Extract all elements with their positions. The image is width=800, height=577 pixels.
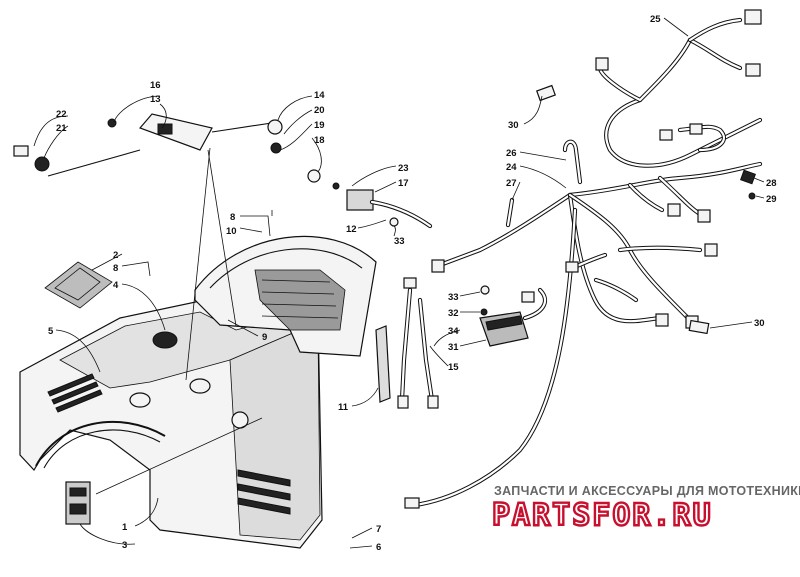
callout-31: 31 [448, 342, 459, 353]
callout-12: 12 [346, 224, 357, 235]
main-wiring-harness [404, 9, 763, 509]
callout-21: 21 [56, 123, 67, 134]
callout-20: 20 [314, 105, 325, 116]
callout-13: 13 [150, 94, 161, 105]
callout-7: 7 [376, 524, 381, 535]
watermark: ЗАПЧАСТИ И АКСЕССУАРЫ ДЛЯ МОТОТЕХНИКИ PA… [491, 484, 800, 534]
watermark-caption: ЗАПЧАСТИ И АКСЕССУАРЫ ДЛЯ МОТОТЕХНИКИ [494, 484, 800, 498]
callout-23: 23 [398, 163, 409, 174]
voltage-regulator [479, 285, 548, 347]
callout-29: 29 [766, 194, 777, 205]
relay-module [332, 182, 433, 229]
callout-5: 5 [48, 326, 54, 337]
callout-30-bottom: 30 [754, 318, 765, 329]
callout-numbers: 16 13 22 21 14 20 19 18 23 17 12 33 8 10… [48, 14, 777, 553]
sub-harness [397, 277, 439, 409]
callout-1: 1 [122, 522, 128, 533]
callout-32: 32 [448, 308, 459, 319]
callout-16: 16 [150, 80, 161, 91]
callout-25: 25 [650, 14, 661, 25]
switch-left [13, 145, 141, 177]
callout-8: 8 [113, 263, 118, 274]
callout-22: 22 [56, 109, 67, 120]
watermark-logo: PARTSFOR.RU [492, 498, 713, 533]
callout-14: 14 [314, 90, 325, 101]
callout-34: 34 [448, 326, 459, 337]
callout-11: 11 [338, 402, 349, 413]
console-body [19, 299, 323, 549]
callout-10: 10 [226, 226, 237, 237]
callout-6: 6 [376, 542, 381, 553]
light-bracket [138, 113, 279, 151]
front-vents [47, 373, 103, 413]
callout-17: 17 [398, 178, 409, 189]
callout-2: 2 [113, 250, 118, 261]
leader-lines [33, 17, 765, 549]
callout-33-top: 33 [394, 236, 405, 247]
callout-19: 19 [314, 120, 325, 131]
callout-4: 4 [113, 280, 119, 291]
callout-8-top: 8 [230, 212, 235, 223]
side-vents [237, 469, 291, 515]
switch-right [107, 118, 321, 183]
callout-26: 26 [506, 148, 517, 159]
callout-9: 9 [262, 332, 267, 343]
callout-15: 15 [448, 362, 459, 373]
callout-30-top: 30 [508, 120, 519, 131]
callout-27: 27 [506, 178, 517, 189]
sticker-label [65, 481, 91, 525]
callout-33: 33 [448, 292, 459, 303]
trim-strip [375, 325, 391, 403]
callout-24: 24 [506, 162, 517, 173]
callout-18: 18 [314, 135, 325, 146]
callout-3: 3 [122, 540, 127, 551]
callout-28: 28 [766, 178, 777, 189]
decal-plate [44, 261, 113, 309]
